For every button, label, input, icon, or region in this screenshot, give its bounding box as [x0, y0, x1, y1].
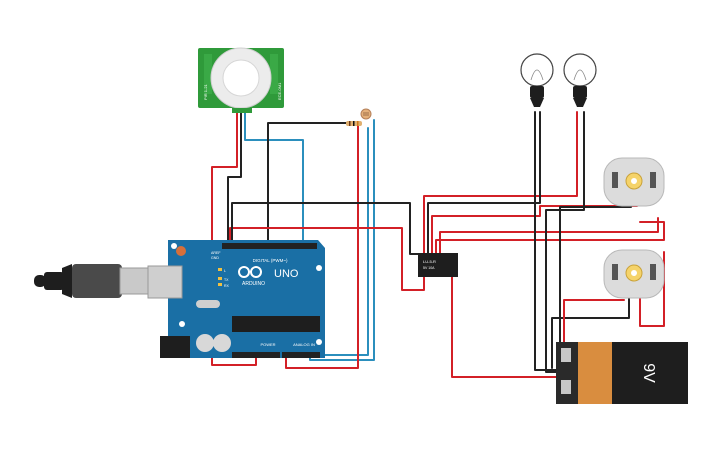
mount-hole-3 — [316, 265, 322, 271]
wire-ldr-gnd[interactable] — [267, 122, 348, 249]
light-bulb-2[interactable] — [563, 53, 597, 107]
capacitor-left — [196, 334, 214, 352]
wire-relay-battery[interactable] — [451, 275, 557, 378]
arduino-board[interactable]: DIGITAL (PWM~) AREF GND UNO ARDUINO L TX… — [147, 240, 325, 358]
dc-barrel-jack — [160, 336, 190, 358]
dc-motor-1[interactable] — [603, 157, 665, 207]
usb-plug-metal — [119, 267, 151, 295]
motor-2-shaft-center — [631, 270, 637, 276]
pir-right-text: ECE-0M1 — [277, 82, 282, 100]
rx-led-label: RX — [224, 284, 230, 288]
resistor-band-2 — [353, 121, 355, 126]
motor-1-shaft-center — [631, 178, 637, 184]
bulb-2-tip — [573, 98, 587, 107]
bulb-2-base — [573, 86, 587, 98]
wire-motor2-battery[interactable] — [551, 295, 630, 369]
bulb-2-filament — [573, 69, 587, 81]
analog-header-label: ANALOG IN — [293, 342, 315, 347]
power-header-label: POWER — [260, 342, 275, 347]
aref-label: AREF — [211, 251, 221, 255]
wire-battery-top-red[interactable] — [563, 299, 625, 345]
dc-motor-2[interactable] — [603, 249, 665, 299]
digital-header-label: DIGITAL (PWM~) — [253, 258, 288, 263]
tx-led-label: TX — [224, 278, 229, 282]
usb-cable-strain — [44, 272, 64, 290]
wire-arduino-relay-gnd[interactable] — [231, 202, 421, 255]
analog-header[interactable] — [282, 352, 320, 358]
mount-hole-4 — [316, 339, 322, 345]
capacitor-right — [213, 334, 231, 352]
motor-2-slot-left — [612, 264, 618, 280]
battery-9v[interactable]: 9V — [556, 342, 688, 404]
wire-pir-gnd[interactable] — [227, 111, 242, 249]
wire-ldr-analog-b[interactable] — [317, 127, 369, 356]
usb-plug-body — [72, 264, 122, 298]
motor-1-slot-left — [612, 172, 618, 188]
arduino-brand-text: ARDUINO — [242, 281, 265, 287]
battery-voltage-label: 9V — [640, 363, 657, 383]
usb-b-port — [147, 265, 183, 299]
wire-relay-motor3[interactable] — [439, 217, 659, 254]
light-bulb-1[interactable] — [520, 53, 554, 107]
gnd-label: GND — [211, 256, 219, 260]
mount-hole-2 — [179, 321, 185, 327]
bulb-1-tip — [530, 98, 544, 107]
mount-hole-1 — [171, 243, 177, 249]
usb-cable-tail — [34, 275, 46, 287]
pir-sensor[interactable]: PIR 1-21 ECE-0M1 — [198, 47, 284, 113]
digital-header[interactable] — [222, 243, 317, 249]
battery-terminal-negative — [561, 380, 571, 394]
bulb-1-filament — [530, 69, 544, 81]
arduino-pcb — [168, 240, 325, 358]
pir-left-strip — [204, 54, 212, 94]
l-led-label: L — [224, 269, 226, 273]
usb-cable[interactable] — [34, 264, 151, 298]
resistor[interactable] — [346, 121, 362, 126]
relay-label-2: 5V 10A — [423, 266, 435, 270]
wire-resistor-vcc[interactable] — [285, 123, 359, 369]
crystal-oscillator — [196, 300, 220, 308]
wire-relay-motor2[interactable] — [435, 221, 665, 254]
photoresistor[interactable] — [360, 108, 372, 120]
pir-left-text: PIR 1-21 — [203, 83, 208, 100]
pir-right-strip — [270, 54, 278, 94]
motor-2-slot-right — [650, 264, 656, 280]
wire-layer — [211, 111, 665, 378]
ldr-track — [363, 112, 369, 116]
tx-led — [218, 277, 222, 280]
ldr-head — [360, 108, 372, 120]
rx-led — [218, 283, 222, 286]
arduino-infinity-logo — [238, 266, 262, 278]
wire-lamp2-battery[interactable] — [545, 111, 585, 373]
power-header[interactable] — [232, 352, 280, 358]
wire-pir-out[interactable] — [244, 111, 304, 246]
wire-relay-lamp-red[interactable] — [423, 111, 578, 254]
wire-arduino-relay-signal[interactable] — [229, 227, 425, 291]
motor-1-slot-right — [650, 172, 656, 188]
resistor-band-3 — [357, 121, 359, 126]
relay[interactable]: LU-5-R 5V 10A — [418, 253, 458, 277]
atmega-chip — [232, 316, 320, 332]
pir-dome-center — [222, 59, 260, 97]
pir-pin-block — [232, 108, 252, 113]
relay-label-1: LU-5-R — [423, 259, 436, 264]
wire-motor1-battery[interactable] — [559, 206, 632, 345]
relay-body — [418, 253, 458, 277]
usb-cable-flare — [62, 264, 72, 298]
wire-lamp1-battery[interactable] — [534, 111, 557, 371]
resistor-band-1 — [349, 121, 351, 126]
uno-model-text: UNO — [274, 268, 299, 280]
wire-relay-lamp-black[interactable] — [427, 111, 541, 254]
battery-terminal-positive — [561, 348, 571, 362]
l-led — [218, 268, 222, 271]
wire-motor2-red[interactable] — [639, 251, 665, 327]
battery-black-body — [612, 342, 688, 404]
bulb-1-base — [530, 86, 544, 98]
battery-orange-band — [578, 342, 612, 404]
reset-button[interactable] — [176, 246, 186, 256]
